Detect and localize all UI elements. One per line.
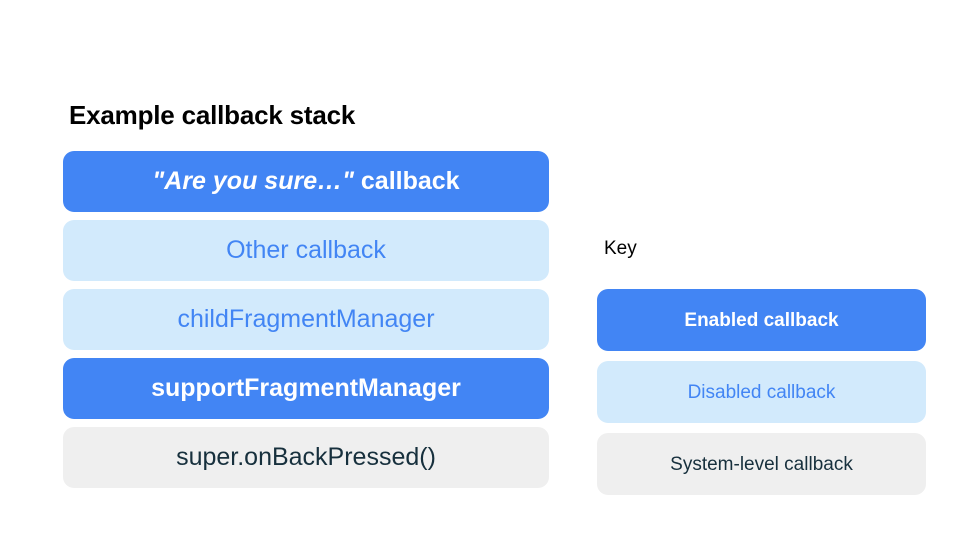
key-item-system-level-callback: System-level callback [597, 433, 926, 495]
stack-bar-label-plain: callback [353, 167, 460, 195]
stack-title: Example callback stack [69, 100, 356, 130]
stack-bar-label: childFragmentManager [177, 305, 435, 333]
key-title: Key [604, 238, 637, 259]
stack-bar-label: Other callback [226, 236, 386, 264]
key-legend-section: Key Enabled callback Disabled callback S… [597, 237, 926, 495]
key-item-label: Disabled callback [687, 381, 836, 403]
stack-bar-supportfragmentmanager[interactable]: supportFragmentManager [63, 358, 549, 419]
stack-bar-label: "Are you sure…" callback [152, 167, 459, 196]
key-item-enabled-callback: Enabled callback [597, 289, 926, 351]
key-item-disabled-callback: Disabled callback [597, 361, 926, 423]
stack-bar-childfragmentmanager[interactable]: childFragmentManager [63, 289, 549, 350]
stack-bar-label: supportFragmentManager [151, 374, 461, 402]
key-item-label: Enabled callback [684, 309, 839, 331]
stack-bar-are-you-sure-callback[interactable]: "Are you sure…" callback [63, 151, 549, 212]
callback-stack-section: Example callback stack "Are you sure…" c… [63, 100, 549, 488]
stack-bar-other-callback[interactable]: Other callback [63, 220, 549, 281]
key-item-label: System-level callback [670, 453, 853, 475]
stack-bar-super-onbackpressed[interactable]: super.onBackPressed() [63, 427, 549, 488]
stack-bar-label: super.onBackPressed() [176, 443, 436, 471]
stack-bar-label-italic: "Are you sure…" [152, 167, 354, 195]
